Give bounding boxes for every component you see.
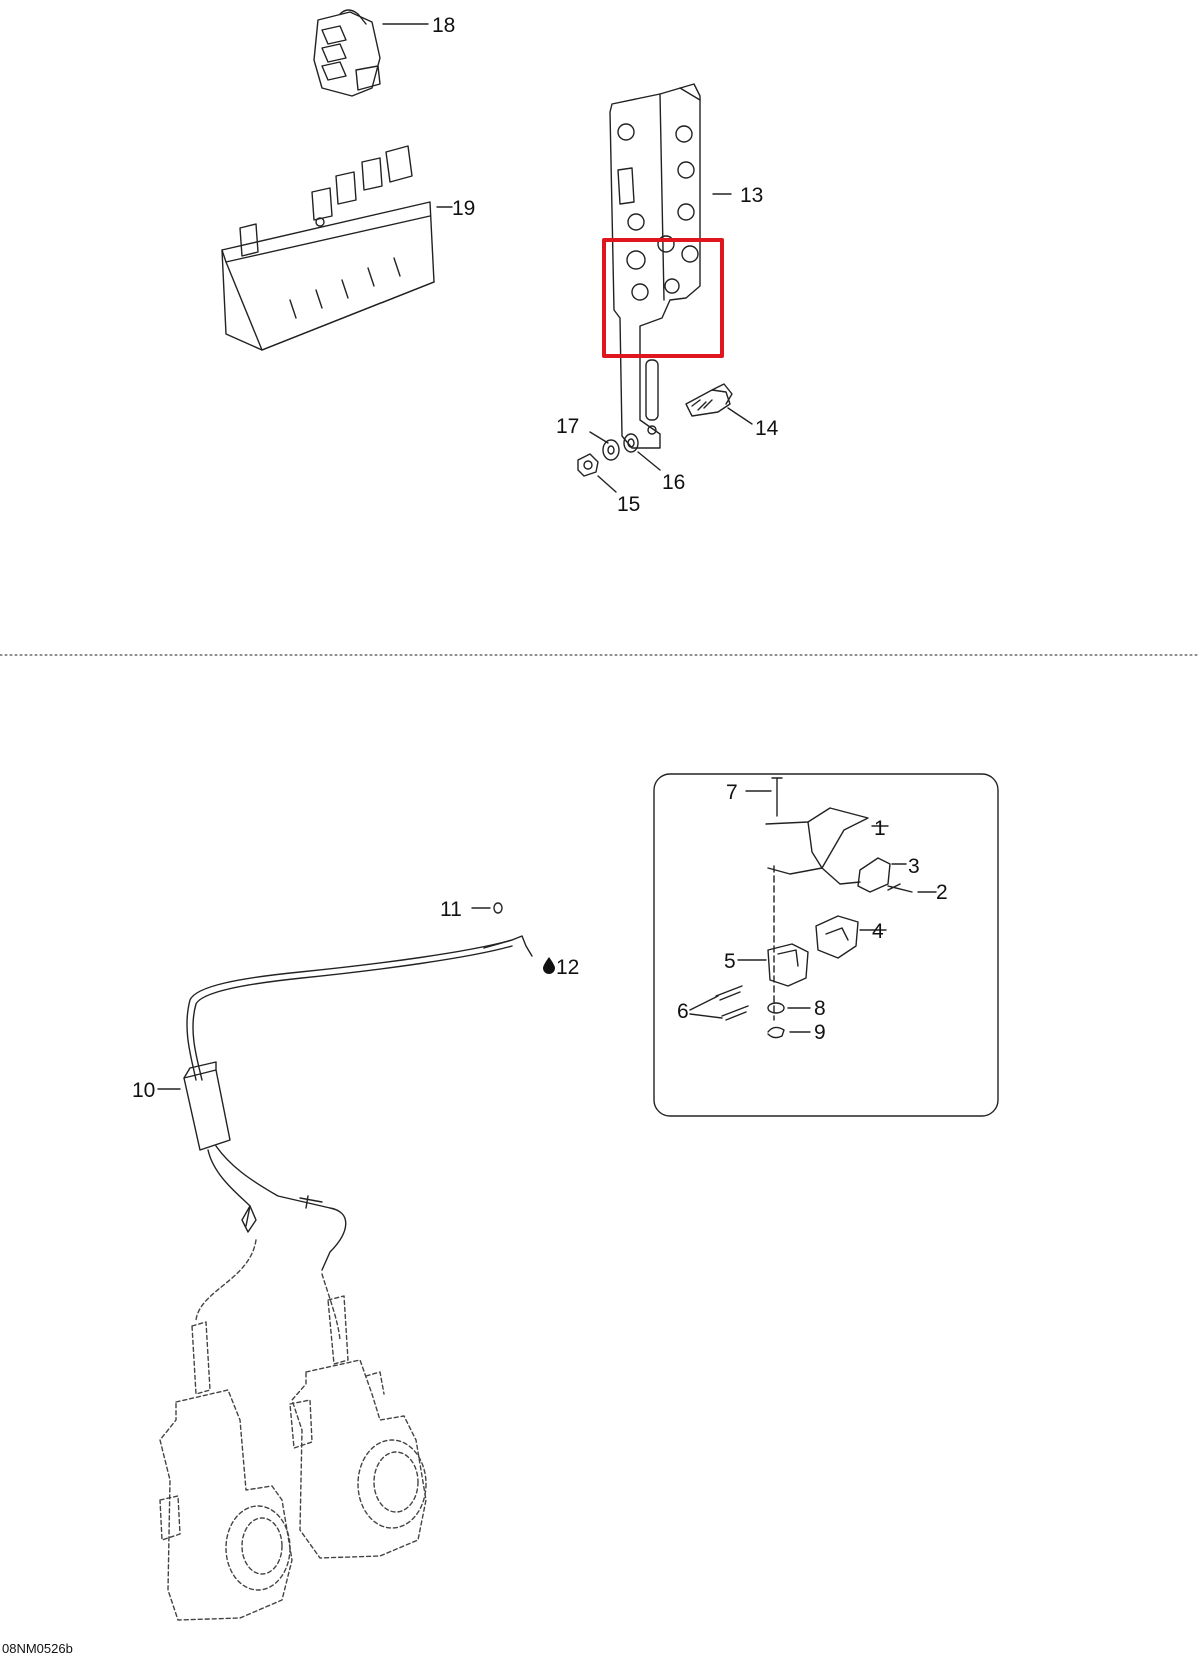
- callout-16: 16: [662, 472, 685, 493]
- inset-frame: [653, 773, 999, 1117]
- callout-6: 6: [677, 1001, 689, 1022]
- callout-15-text: 15: [617, 493, 641, 516]
- callout-10-text: 10: [132, 1079, 156, 1102]
- part-16-washer: [623, 433, 639, 453]
- callout-1: 1: [874, 818, 886, 839]
- callout-14: 14: [755, 418, 778, 439]
- callout-18-text: 18: [432, 14, 456, 37]
- callout-4: 4: [872, 921, 884, 942]
- highlight-box: [602, 238, 724, 358]
- part-13-bracket: [609, 83, 701, 449]
- callout-1-text: 1: [874, 817, 886, 840]
- reference-code: 08NM0526b: [2, 1641, 73, 1656]
- callout-5-text: 5: [724, 950, 736, 973]
- part-15-nut: [577, 453, 599, 477]
- callout-11: 11: [440, 899, 462, 920]
- callout-3: 3: [908, 856, 920, 877]
- callout-19-text: 19: [452, 197, 476, 220]
- callout-9-text: 9: [814, 1021, 826, 1044]
- part-10-cable: [183, 939, 513, 1271]
- part-14-bolt: [685, 383, 733, 417]
- callout-11-text: 11: [440, 898, 462, 921]
- callout-6-text: 6: [677, 1000, 689, 1023]
- callout-17-text: 17: [556, 415, 580, 438]
- part-19-module: [221, 145, 435, 351]
- callout-16-text: 16: [662, 471, 686, 494]
- inset-parts: [689, 777, 937, 1039]
- callout-14-text: 14: [755, 417, 779, 440]
- part-17-washer: [602, 439, 620, 461]
- callout-2: 2: [936, 882, 948, 903]
- oil-drop-icon: [542, 956, 556, 978]
- callout-15: 15: [617, 494, 640, 515]
- callout-19: 19: [452, 198, 475, 219]
- callout-13-text: 13: [740, 184, 764, 207]
- callout-9: 9: [814, 1022, 826, 1043]
- callout-10: 10: [132, 1080, 155, 1101]
- callout-12-text: 12: [556, 956, 580, 979]
- callout-13: 13: [740, 185, 763, 206]
- callout-12: 12: [542, 956, 579, 978]
- callout-3-text: 3: [908, 855, 920, 878]
- callout-8: 8: [814, 998, 826, 1019]
- callout-7-text: 7: [726, 781, 738, 804]
- carburetors: [159, 1239, 427, 1621]
- callout-7: 7: [726, 782, 738, 803]
- callout-8-text: 8: [814, 997, 826, 1020]
- part-18-clip: [313, 9, 381, 97]
- callout-4-text: 4: [872, 920, 884, 943]
- part-12-cable-end: [483, 935, 533, 957]
- callout-2-text: 2: [936, 881, 948, 904]
- callout-17: 17: [556, 416, 579, 437]
- callout-5: 5: [724, 951, 736, 972]
- part-11-clip: [493, 902, 503, 914]
- callout-18: 18: [432, 15, 455, 36]
